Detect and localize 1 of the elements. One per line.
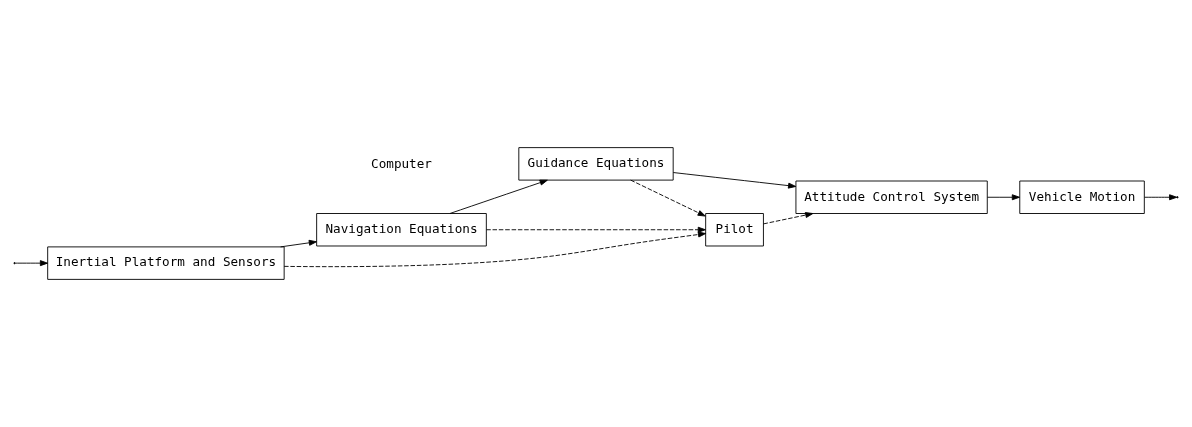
label: Computer <box>371 156 432 172</box>
